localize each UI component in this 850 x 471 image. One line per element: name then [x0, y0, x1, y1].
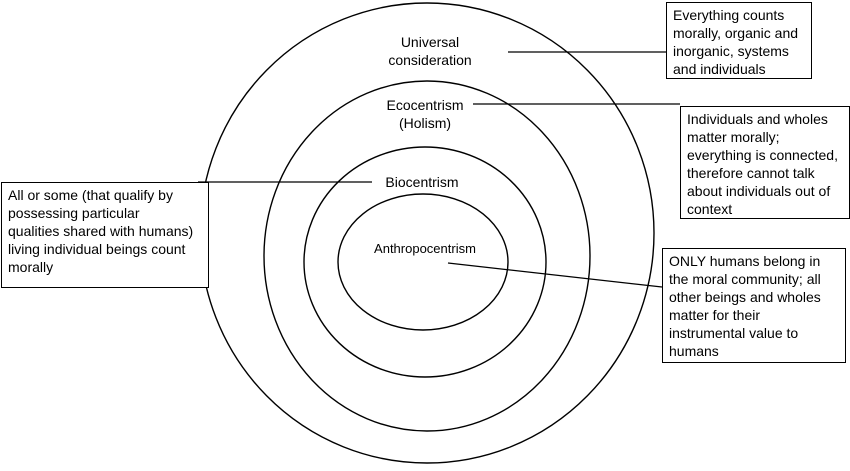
- universal-consideration-label: Universal consideration: [378, 33, 482, 69]
- note-line: context: [687, 201, 733, 217]
- note-line: the moral community; all: [669, 271, 821, 287]
- note-line: All or some (that qualify by: [8, 187, 173, 203]
- note-line: other beings and wholes: [669, 289, 821, 305]
- note-line: Individuals and wholes: [687, 111, 828, 127]
- universal-description-box: Everything counts morally, organic and i…: [666, 2, 812, 79]
- label-line: consideration: [388, 52, 472, 68]
- anthropocentrism-description-box: ONLY humans belong in the moral communit…: [662, 248, 846, 363]
- ecocentrism-label: Ecocentrism (Holism): [375, 96, 475, 132]
- label-line: (Holism): [398, 115, 452, 131]
- note-line: everything is connected,: [687, 147, 838, 163]
- note-line: ONLY humans belong in: [669, 253, 821, 269]
- label-line: Anthropocentrism: [374, 241, 476, 256]
- note-line: qualities shared with humans): [8, 223, 194, 239]
- note-line: matter for their: [669, 307, 761, 323]
- anthropocentrism-circle: [337, 193, 509, 331]
- biocentrism-description-box: All or some (that qualify by possessing …: [1, 182, 209, 288]
- ecocentrism-description-box: Individuals and wholes matter morally; e…: [680, 106, 850, 219]
- anthropocentrism-label: Anthropocentrism: [360, 240, 490, 258]
- note-line: instrumental value to: [669, 325, 799, 341]
- note-line: therefore cannot talk: [687, 165, 815, 181]
- note-line: possessing particular: [8, 205, 140, 221]
- note-line: morally: [8, 259, 54, 275]
- label-line: Biocentrism: [385, 174, 459, 190]
- ecocentrism-circle: [263, 80, 591, 432]
- label-line: Universal: [400, 34, 460, 50]
- biocentrism-label: Biocentrism: [374, 173, 470, 191]
- note-line: inorganic, systems: [673, 43, 789, 59]
- note-line: about individuals out of: [687, 183, 831, 199]
- note-line: Everything counts: [673, 7, 785, 23]
- note-line: living individual beings count: [8, 241, 186, 257]
- anthropocentrism-connector-line: [447, 262, 663, 288]
- note-line: morally, organic and: [673, 25, 799, 41]
- note-line: matter morally;: [687, 129, 780, 145]
- note-line: humans: [669, 343, 719, 359]
- biocentrism-circle: [303, 146, 547, 378]
- label-line: Ecocentrism: [386, 97, 464, 113]
- universal-consideration-circle: [199, 2, 655, 464]
- note-line: and individuals: [673, 61, 766, 77]
